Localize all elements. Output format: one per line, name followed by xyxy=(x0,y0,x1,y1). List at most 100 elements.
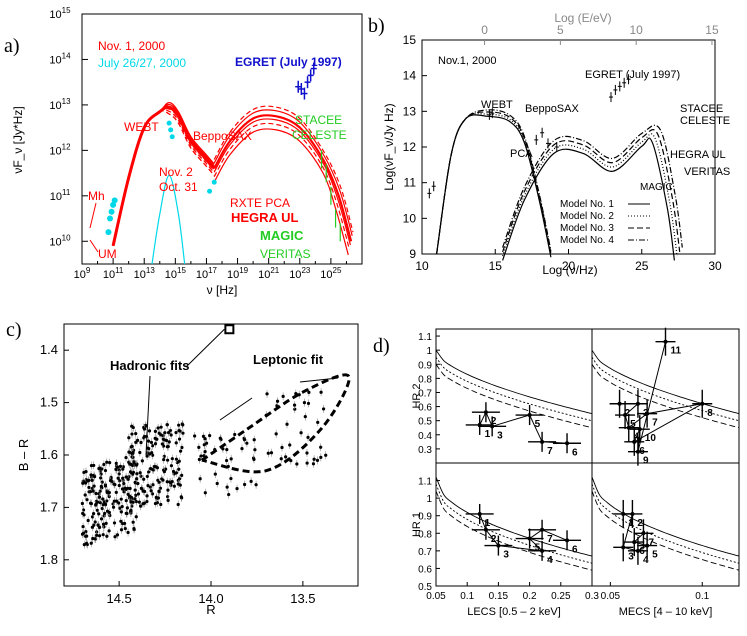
panel-c-point xyxy=(139,440,143,445)
panel-a-veritas: VERITAS xyxy=(260,247,310,261)
panel-c-ylabel: B – R xyxy=(16,439,31,472)
panel-c-point xyxy=(167,440,171,444)
panel-c-point xyxy=(92,484,96,488)
panel-c-ytick-label: 1.5 xyxy=(40,395,58,410)
panel-c-point xyxy=(130,432,134,436)
panel-d-label: d) xyxy=(373,335,390,357)
panel-d-point-label: 7 xyxy=(547,534,553,545)
panel-c-point xyxy=(295,462,299,466)
panel-d-ytick-label: 0.8 xyxy=(418,529,432,540)
panel-a-radio-point xyxy=(108,208,115,215)
panel-a-legend-egret: EGRET (July 1997) xyxy=(235,55,342,69)
panel-c-point xyxy=(103,468,108,473)
panel-c-point xyxy=(146,483,150,488)
panel-c-point xyxy=(208,433,212,438)
panel-c-point xyxy=(174,457,179,461)
panel-d-xtick-label: 0.2 xyxy=(523,591,537,602)
panel-a-ytick-exp: 14 xyxy=(62,51,71,60)
panel-c-point xyxy=(252,438,256,442)
panel-a-ytick-exp: 12 xyxy=(62,142,71,151)
panel-b-ytick-label: 13 xyxy=(403,104,417,118)
panel-c-point xyxy=(145,454,149,458)
panel-c-point xyxy=(97,466,101,471)
panel-a-xtick-exp: 11 xyxy=(115,266,124,275)
panel-c-point xyxy=(142,501,147,505)
panel-c-hadronic-pointer2 xyxy=(145,375,151,456)
panel-c-point xyxy=(89,541,93,545)
panel-c-point xyxy=(117,479,122,483)
panel-c-point xyxy=(135,472,139,476)
panel-c-point xyxy=(203,450,207,454)
panel-a-ic-curve xyxy=(213,109,353,236)
panel-d-point-label: 6 xyxy=(572,544,578,555)
panel-c-point xyxy=(149,489,153,493)
panel-d-ytick-label: 0.5 xyxy=(418,417,432,428)
panel-a-xtick-label: 1013 xyxy=(134,266,156,281)
panel-c-point xyxy=(166,495,170,499)
panel-c-point xyxy=(178,449,183,453)
panel-c-point xyxy=(86,479,91,483)
panel-c-point xyxy=(280,445,284,450)
panel-b-sync-curve xyxy=(436,109,552,255)
panel-c-point xyxy=(321,407,326,411)
panel-c-point xyxy=(103,511,107,516)
panel-c-point xyxy=(180,473,184,477)
panel-c-point xyxy=(169,433,173,437)
panel-c-point xyxy=(312,457,316,461)
panel-c-point xyxy=(130,424,134,428)
panel-c-point xyxy=(94,491,98,496)
panel-c-point xyxy=(160,442,164,446)
panel-c-point xyxy=(281,394,285,398)
panel-b-ytick-label: 15 xyxy=(403,33,417,47)
panel-d-point-label: 4 xyxy=(643,555,649,566)
panel-c-point xyxy=(131,450,135,455)
panel-c-point xyxy=(99,476,103,480)
panel-c-point xyxy=(95,533,99,537)
panel-d-model-curve xyxy=(435,476,593,557)
panel-c-point xyxy=(166,431,171,435)
panel-b-celeste: CELESTE xyxy=(680,115,730,127)
panel-c-point xyxy=(95,500,100,504)
panel-c-xtick-label: 14.5 xyxy=(106,591,131,606)
panel-c-point xyxy=(181,423,185,427)
panel-d-point-label: 5 xyxy=(652,550,658,561)
panel-c-point xyxy=(142,427,147,431)
panel-c-point xyxy=(98,489,102,493)
panel-c-point xyxy=(299,431,303,435)
panel-a-nov2: Nov. 2 xyxy=(159,165,193,179)
panel-c-point xyxy=(124,475,128,479)
panel-d-point-label: 3 xyxy=(503,550,509,561)
panel-c-point xyxy=(253,448,257,452)
panel-c-point xyxy=(307,390,311,394)
panel-c-point xyxy=(88,490,93,494)
panel-b-sync-curve xyxy=(436,111,552,255)
panel-b-pca: PCA xyxy=(510,148,533,160)
panel-d-model-curve xyxy=(591,349,740,415)
panel-d-ytick-label: 0.7 xyxy=(418,388,432,399)
panel-d-point-label: 7 xyxy=(547,446,553,457)
panel-c-point xyxy=(138,450,142,455)
panel-c-point xyxy=(111,505,116,509)
panel-c-point xyxy=(112,521,117,525)
panel-c-point xyxy=(81,531,86,535)
panel-c-point xyxy=(117,501,121,505)
panel-c-point xyxy=(99,517,104,521)
panel-d-point xyxy=(623,413,628,418)
panel-a-xtick-label: 1021 xyxy=(258,266,280,281)
panel-c-point xyxy=(145,494,149,498)
panel-c-xtick-label: 14.0 xyxy=(198,591,223,606)
panel-a-ic-curve xyxy=(213,118,351,246)
panel-b-legend-label: Model No. 2 xyxy=(560,211,614,222)
panel-c-point xyxy=(90,525,94,529)
panel-a-ylabel: νF_ν [Jy*Hz] xyxy=(11,106,25,173)
panel-c-point xyxy=(166,498,170,502)
panel-d-point-label: 5 xyxy=(630,419,636,430)
panel-d-point-label: 1 xyxy=(485,429,491,440)
panel-c-point xyxy=(107,529,111,533)
panel-c-point xyxy=(128,486,132,491)
panel-c-point xyxy=(103,484,108,488)
panel-d-point xyxy=(565,441,570,446)
panel-b-ytick-label: 11 xyxy=(404,176,417,190)
panel-c-point xyxy=(134,431,138,436)
panel-d-point xyxy=(490,424,495,429)
